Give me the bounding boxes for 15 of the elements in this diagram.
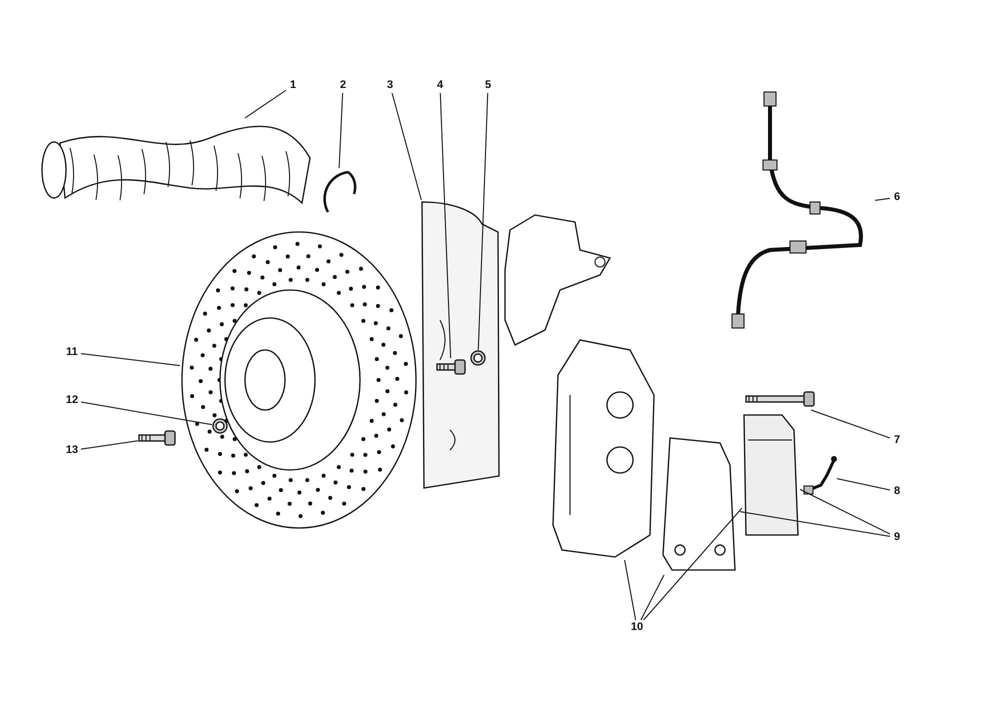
- leader-line: [740, 511, 890, 537]
- leader-line: [874, 198, 890, 201]
- leader-line: [244, 90, 286, 118]
- leader-line: [338, 92, 344, 168]
- leader-line: [810, 410, 890, 439]
- leader-line: [836, 478, 890, 490]
- leader-line: [640, 574, 664, 620]
- leader-line: [80, 353, 180, 366]
- leader-line: [392, 92, 422, 200]
- leader-line: [624, 560, 636, 620]
- leader-line: [643, 508, 742, 620]
- leader-line: [80, 402, 212, 426]
- leader-line: [478, 92, 488, 350]
- leader-line: [440, 92, 452, 358]
- leader-line: [80, 440, 138, 450]
